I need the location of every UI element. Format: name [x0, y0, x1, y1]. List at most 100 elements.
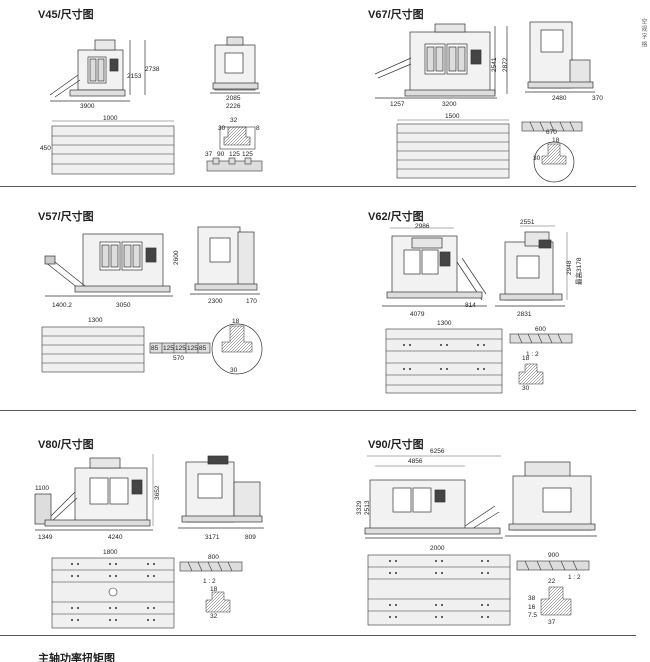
- v45-dim-32: 32: [230, 117, 238, 124]
- section-divider: [0, 410, 636, 411]
- v80-dim-18: 18: [210, 586, 218, 593]
- v90-dim-4856: 4856: [408, 458, 423, 465]
- v67-title: V67/尺寸图: [368, 9, 424, 21]
- v57-dim-2300: 2300: [208, 298, 223, 305]
- v62-slot-detail: [518, 363, 544, 385]
- v62-dim-18: 18: [522, 355, 530, 362]
- v45-dim-37: 37: [205, 151, 213, 158]
- v80-dim-1800: 1800: [103, 549, 118, 556]
- v62-side-drawing: [495, 225, 568, 307]
- v67-front-drawing: [374, 23, 508, 99]
- v67-side-drawing: [525, 21, 595, 93]
- v57-dim-125a: 125: [163, 345, 174, 352]
- v67-dim-1500: 1500: [445, 113, 460, 120]
- v45-table-drawing: [51, 120, 175, 175]
- v45-dim-30: 30: [218, 125, 226, 132]
- v57-front-drawing: [44, 233, 173, 297]
- v62-dim-30: 30: [522, 385, 530, 392]
- v57-dim-18: 18: [232, 318, 240, 325]
- v45-side-drawing: [210, 36, 260, 94]
- bottom-section-title: 主轴功率扭矩图: [38, 653, 115, 662]
- v90-dim-2000: 2000: [430, 545, 445, 552]
- v80-slot-detail: [205, 591, 231, 613]
- v45-dim-2738: 2738: [145, 66, 160, 73]
- v57-dim-3050: 3050: [116, 302, 131, 309]
- v57-dim-570: 570: [173, 355, 184, 362]
- v80-front-drawing: [34, 454, 154, 531]
- v45-dim-450: 450: [40, 145, 51, 152]
- section-divider: [0, 635, 636, 636]
- v57-dim-125b: 125: [175, 345, 186, 352]
- v45-dim-125b: 125: [242, 151, 253, 158]
- v67-rail-section: [521, 121, 583, 132]
- v67-dim-370: 370: [592, 95, 603, 102]
- v90-table-drawing: [367, 554, 511, 626]
- v57-dim-2600: 2600: [173, 250, 180, 265]
- v45-dim-3900: 3900: [80, 103, 95, 110]
- v45-front-drawing: [49, 39, 146, 102]
- v80-table-drawing: [51, 557, 175, 629]
- v80-dim-4240: 4240: [108, 534, 123, 541]
- v90-rail-section: [516, 560, 590, 571]
- v57-dim-1400: 1400.2: [52, 302, 72, 309]
- v90-dim-scale: 1 : 2: [568, 574, 581, 581]
- v45-dim-125a: 125: [229, 151, 240, 158]
- v90-dim-38: 38: [528, 595, 536, 602]
- v57-slot-detail: [211, 323, 263, 375]
- v80-dim-scale: 1 : 2: [203, 578, 216, 585]
- v57-title: V57/尺寸图: [38, 211, 94, 223]
- v57-dim-125c: 125: [187, 345, 198, 352]
- v57-dim-1300: 1300: [88, 317, 103, 324]
- v62-dim-2831: 2831: [517, 311, 532, 318]
- v62-dim-2551: 2551: [520, 219, 535, 226]
- v67-dim-18: 18: [552, 137, 560, 144]
- v62-dim-1300: 1300: [437, 320, 452, 327]
- v80-side-drawing: [178, 455, 264, 529]
- v80-dim-1100: 1100: [35, 485, 49, 492]
- v45-title: V45/尺寸图: [38, 9, 94, 21]
- v90-front-drawing: [364, 455, 503, 539]
- v90-side-drawing: [505, 461, 597, 537]
- v67-dim-2872: 2872: [502, 57, 509, 72]
- v62-dim-scale: 1 : 2: [526, 351, 539, 358]
- v57-dim-30: 30: [230, 367, 238, 374]
- v90-dim-900: 900: [548, 552, 559, 559]
- v67-dim-3200: 3200: [442, 101, 457, 108]
- v62-table-drawing: [385, 328, 503, 394]
- v90-dim-2513: 2513: [364, 500, 371, 515]
- v45-dim-8: 8: [256, 125, 260, 132]
- v67-dim-2480: 2480: [552, 95, 567, 102]
- v45-dim-90: 90: [217, 151, 225, 158]
- v80-dim-3652: 3652: [154, 485, 161, 500]
- v57-dim-170: 170: [246, 298, 257, 305]
- v90-slot-detail: [540, 586, 572, 616]
- v62-dim-3178: 最高3178: [576, 257, 583, 285]
- section-divider: [0, 186, 636, 187]
- v57-rail-section: [149, 342, 211, 354]
- v57-dim-85: 85: [151, 345, 159, 352]
- v57-dim-85b: 85: [199, 345, 207, 352]
- v45-slot-detail: [219, 126, 256, 150]
- v62-front-drawing: [382, 227, 487, 307]
- v67-dim-2541: 2541: [491, 57, 498, 72]
- v90-dim-6256: 6256: [430, 448, 445, 455]
- v67-dim-670: 670: [546, 129, 557, 136]
- v62-rail-section: [509, 333, 573, 344]
- v90-dim-3329: 3329: [356, 500, 363, 515]
- v90-dim-22: 22: [548, 578, 556, 585]
- v80-title: V80/尺寸图: [38, 439, 94, 451]
- v62-dim-600: 600: [535, 326, 546, 333]
- v45-rail-section: [206, 157, 263, 172]
- v80-dim-800: 800: [208, 554, 219, 561]
- v67-dim-1257: 1257: [390, 101, 405, 108]
- v80-dim-3171: 3171: [205, 534, 220, 541]
- v80-dim-1349: 1349: [38, 534, 53, 541]
- v80-dim-32: 32: [210, 613, 218, 620]
- v62-dim-4079: 4079: [410, 311, 425, 318]
- v80-rail-section: [179, 561, 243, 572]
- v45-dim-2153: 2153: [127, 73, 142, 80]
- v57-side-drawing: [190, 226, 260, 295]
- v80-dim-809: 809: [245, 534, 256, 541]
- v57-table-drawing: [41, 326, 145, 373]
- v45-dim-2085: 2085: [226, 95, 241, 102]
